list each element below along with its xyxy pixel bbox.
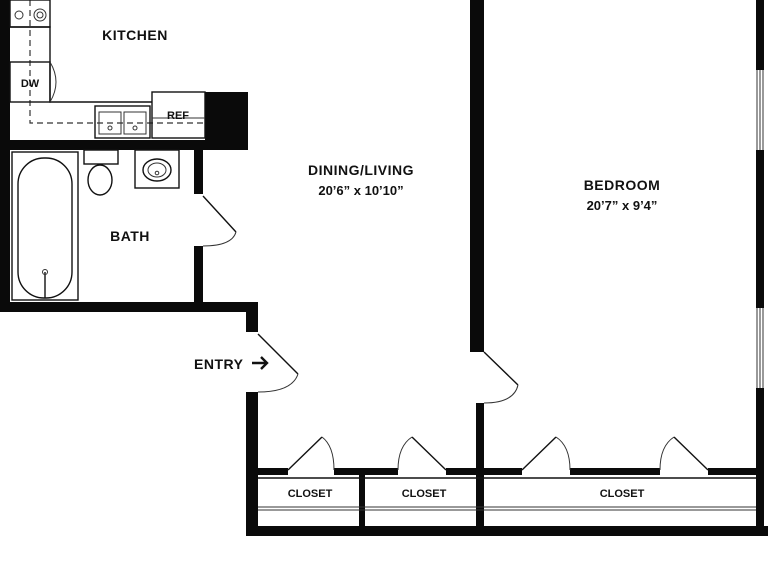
dishwasher-label: DW xyxy=(21,78,40,90)
bath-fixtures xyxy=(11,149,180,301)
kitchen-counter xyxy=(9,0,206,139)
bedroom-label: BEDROOM xyxy=(584,177,661,193)
doors xyxy=(202,195,709,471)
dining-living-dimensions: 20’6” x 10’10” xyxy=(318,183,403,198)
dining-living-label: DINING/LIVING xyxy=(308,162,414,178)
walls xyxy=(0,0,768,536)
refrigerator-label: REF xyxy=(167,110,189,122)
bath-label: BATH xyxy=(110,228,150,244)
kitchen-label: KITCHEN xyxy=(102,27,168,43)
closet-label-2: CLOSET xyxy=(402,488,447,500)
closet-label-1: CLOSET xyxy=(288,488,333,500)
entry-label: ENTRY xyxy=(194,356,244,372)
closet-shelves xyxy=(258,477,756,511)
arrow-right-icon xyxy=(252,356,269,370)
windows xyxy=(756,70,764,388)
closet-label-3: CLOSET xyxy=(600,488,645,500)
bedroom-dimensions: 20’7” x 9’4” xyxy=(587,198,658,213)
